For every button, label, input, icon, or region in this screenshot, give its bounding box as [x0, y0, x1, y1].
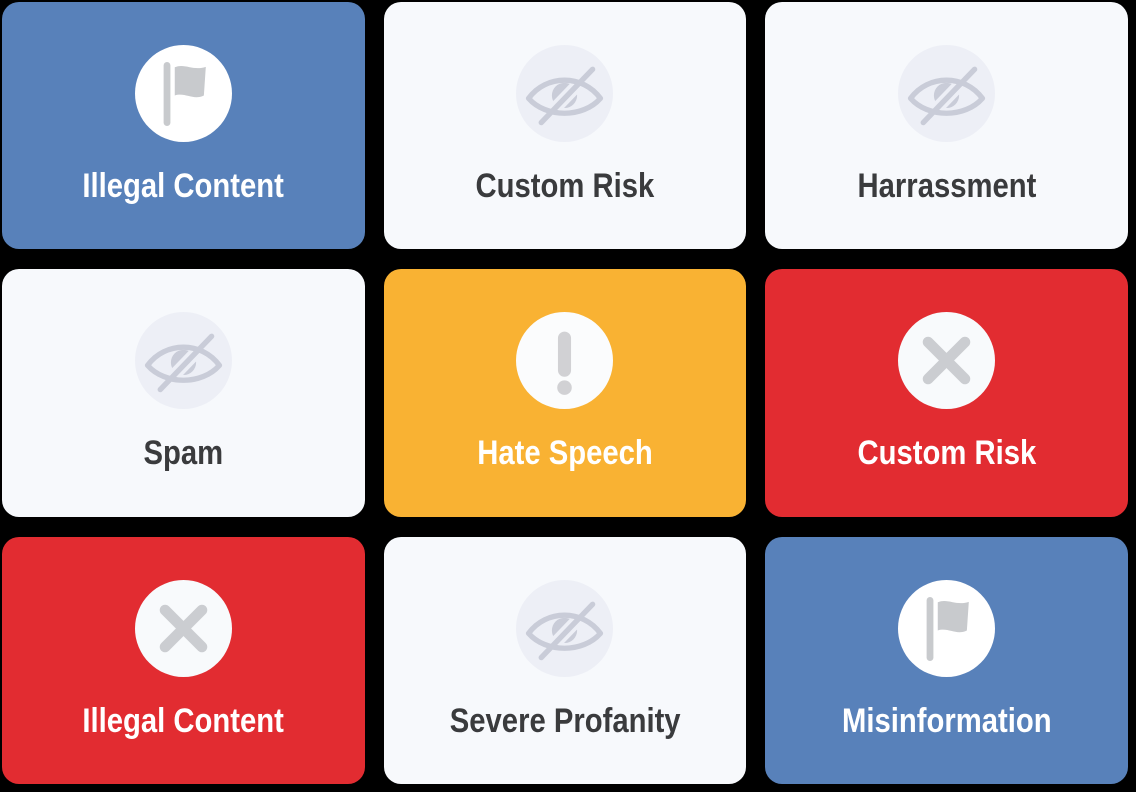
icon-circle: [516, 579, 614, 677]
card-illegal-content-red[interactable]: Illegal Content: [2, 536, 365, 784]
card-spam[interactable]: Spam: [2, 269, 365, 517]
eye-off-icon: [144, 334, 222, 393]
eye-off-icon: [526, 66, 604, 126]
card-hate-speech[interactable]: Hate Speech: [383, 269, 747, 517]
icon-circle: [516, 45, 614, 143]
icon-circle: [898, 579, 996, 677]
card-severe-profanity[interactable]: Severe Profanity: [383, 536, 747, 784]
card-label: Custom Risk: [475, 167, 655, 206]
card-label: Hate Speech: [477, 434, 653, 473]
icon-circle: [898, 312, 996, 410]
icon-circle: [516, 312, 614, 410]
eye-off-icon: [526, 601, 604, 661]
card-label: Harrassment: [857, 167, 1037, 206]
card-harrassment[interactable]: Harrassment: [765, 2, 1128, 250]
x-icon: [159, 604, 208, 653]
card-label: Illegal Content: [82, 701, 285, 740]
icon-circle: [134, 312, 232, 410]
card-custom-risk-light[interactable]: Custom Risk: [383, 2, 747, 250]
card-label: Illegal Content: [82, 167, 285, 206]
card-label: Misinformation: [841, 701, 1052, 740]
icon-circle: [898, 45, 996, 143]
icon-circle: [134, 45, 232, 143]
card-label: Custom Risk: [857, 434, 1037, 473]
alert-icon: [557, 332, 573, 396]
flag-icon: [926, 596, 969, 661]
card-label: Spam: [143, 434, 224, 473]
eye-off-icon: [908, 66, 986, 126]
card-illegal-content-blue[interactable]: Illegal Content: [2, 2, 365, 250]
icon-circle: [134, 579, 232, 677]
card-custom-risk-red[interactable]: Custom Risk: [765, 269, 1128, 517]
card-misinformation[interactable]: Misinformation: [765, 536, 1128, 784]
card-label: Severe Profanity: [449, 701, 681, 740]
flag-icon: [163, 62, 206, 127]
x-icon: [922, 337, 971, 385]
